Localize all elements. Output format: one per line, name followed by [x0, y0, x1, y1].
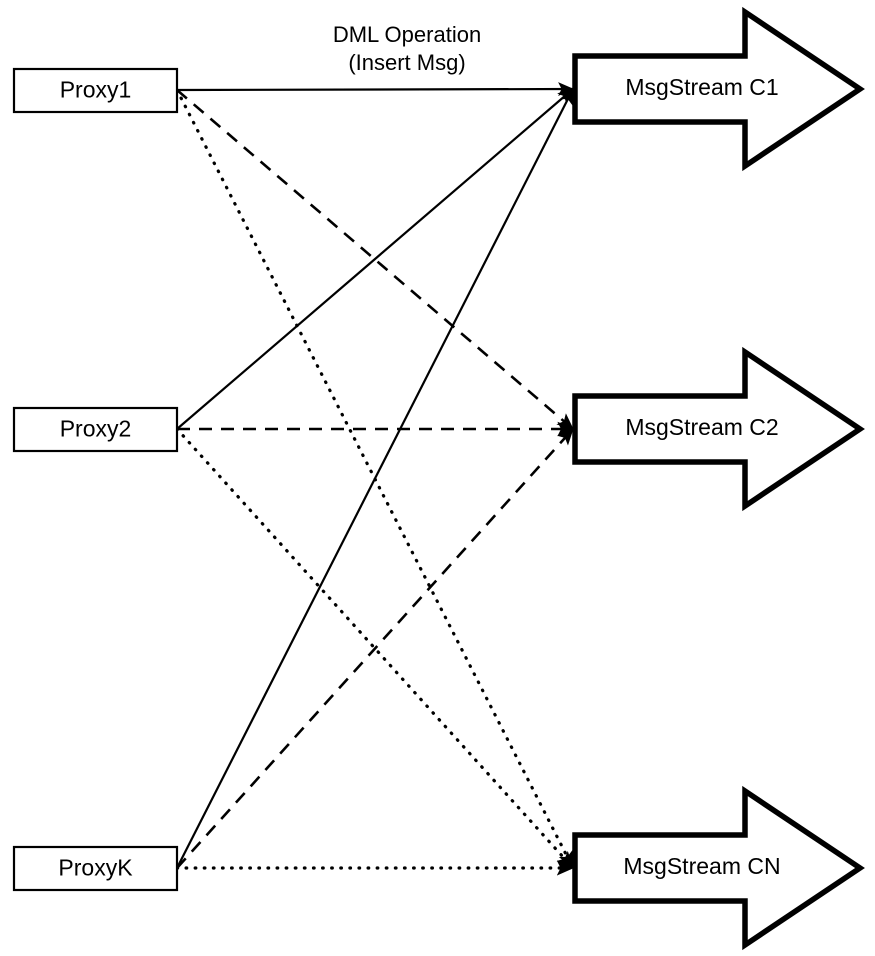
edge-label-line2: (Insert Msg) [348, 50, 465, 75]
proxy-node-proxy1[interactable]: Proxy1 [12, 67, 179, 114]
stream-node-layer: MsgStream C1 MsgStream C2 MsgStream CN [572, 6, 865, 951]
block-arrow-shape [572, 346, 865, 512]
edge-proxy2-to-stream-cn[interactable] [175, 427, 575, 870]
proxy-box [12, 845, 179, 892]
proxy-box [12, 67, 179, 114]
stream-node-msgstream-c2[interactable]: MsgStream C2 [572, 346, 865, 512]
proxy-node-proxyk[interactable]: ProxyK [12, 845, 179, 892]
edge-line-solid [176, 88, 574, 869]
stream-label: MsgStream C2 [625, 414, 778, 440]
block-arrow-shape [572, 6, 865, 172]
edge-line-solid [176, 88, 574, 430]
edge-layer [175, 82, 575, 876]
edge-proxyk-to-stream-c1[interactable] [176, 88, 574, 869]
edge-line-dashed [176, 428, 574, 869]
proxy-node-proxy2[interactable]: Proxy2 [12, 406, 179, 453]
stream-label: MsgStream CN [623, 853, 780, 879]
proxy-label: Proxy2 [60, 416, 132, 442]
stream-label: MsgStream C1 [625, 74, 778, 100]
block-arrow-shape [572, 785, 865, 951]
edge-proxy2-to-stream-c1[interactable] [176, 88, 574, 430]
proxy-box [12, 406, 179, 453]
edge-line-solid [176, 82, 574, 97]
edge-proxy1-to-stream-c1[interactable] [176, 82, 574, 97]
edge-proxyk-to-stream-c2[interactable] [176, 428, 574, 869]
stream-node-msgstream-cn[interactable]: MsgStream CN [572, 785, 865, 951]
edge-label-dml-operation: DML Operation (Insert Msg) [333, 22, 481, 75]
proxy-label: Proxy1 [60, 77, 132, 103]
edge-line-dotted [175, 427, 575, 870]
proxy-node-layer: Proxy1 Proxy2 ProxyK [12, 67, 179, 892]
proxy-label: ProxyK [58, 855, 133, 881]
edge-label-line1: DML Operation [333, 22, 481, 47]
stream-node-msgstream-c1[interactable]: MsgStream C1 [572, 6, 865, 172]
